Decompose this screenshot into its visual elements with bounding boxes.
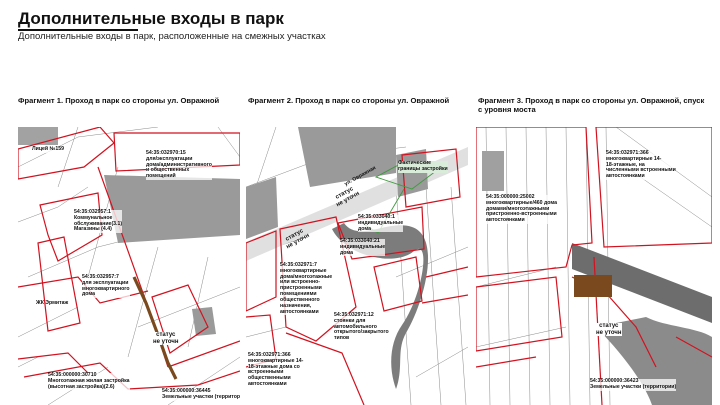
parcel-36445-label: 54:35:000000:36445 Земельные участки (те… [162,388,240,401]
page-title: Дополнительные входы в парк [18,9,284,28]
building-central [104,175,240,243]
bridge [572,243,712,323]
building-top [298,127,396,187]
status-unverified-label: статус не уточн [153,332,179,346]
building-left-top [482,151,504,191]
building-right [396,149,428,197]
parcel-032971-366-label: 54:35:032971:366 многоквартирные 14- 18-… [248,352,304,388]
title-underline [18,29,138,31]
stairs-descent [574,275,612,297]
road-curve [596,317,712,405]
fragment-3-map-drawing [476,127,712,405]
parcel-boundaries [246,148,468,405]
building-small [192,307,216,336]
fragment-3-map[interactable]: 54:35:032971:366 многоквартирные 14- 18-… [476,127,712,405]
parcel-032957-7-label: 54:35:032957:7 для эксплуатации многоква… [82,274,130,299]
fragment-1-label: Фрагмент 1. Проход в парк со стороны ул.… [18,96,220,105]
fragment-3-label: Фрагмент 3. Проход в парк со стороны ул.… [478,96,705,114]
building-left [246,177,278,239]
parcel-033040-21-label: 54:35:033040:21 индивидуальные дома [340,238,386,257]
parcel-36423-label: 54:35:000000:36423 Земельные участки (те… [590,378,677,391]
status-unverified-label: статус не уточн [596,323,622,337]
parcel-30710-label: 54:35:000000:30710 Многоэтажная жилая за… [48,372,130,391]
fragment-2-map[interactable]: ул. Овражная статус не уточн статус не у… [246,127,468,405]
fragment-2-label: Фрагмент 2. Проход в парк со стороны ул.… [248,96,450,105]
parcel-032970-15-label: 54:35:032970:15 для/эксплуатации дома/ад… [146,150,212,181]
parcel-032971-366-label: 54:35:032971:366 многоквартирные 14- 18-… [606,150,676,181]
parcel-032957-1-label: 54:35:032957:1 Коммунальное обслуживание… [74,209,123,234]
page-subtitle: Дополнительные входы в парк, расположенн… [18,31,326,42]
ermitazh-label: ЖК Эрмитаж [36,300,69,306]
fragment-1-map[interactable]: Лицей №159 54:35:032970:15 для/эксплуата… [18,127,240,405]
building-top-left [18,127,58,145]
parcel-033040-1-label: 54:35:033040:1 индивидуальные дома [358,214,404,233]
park-entrance-path [132,276,178,380]
parcel-25002-label: 54:35:000000:25002 многоквартирные/460 д… [486,194,558,225]
parcel-032971-7-label: 54:35:032971:7 многоквартирные дома/мног… [280,262,333,316]
fact-boundary-label: Фактические границы застройки [398,160,448,173]
school-label: Лицей №159 [32,146,64,153]
parcel-032971-12-label: 54:35:032971:12 стоянки для автомобильно… [334,312,389,343]
